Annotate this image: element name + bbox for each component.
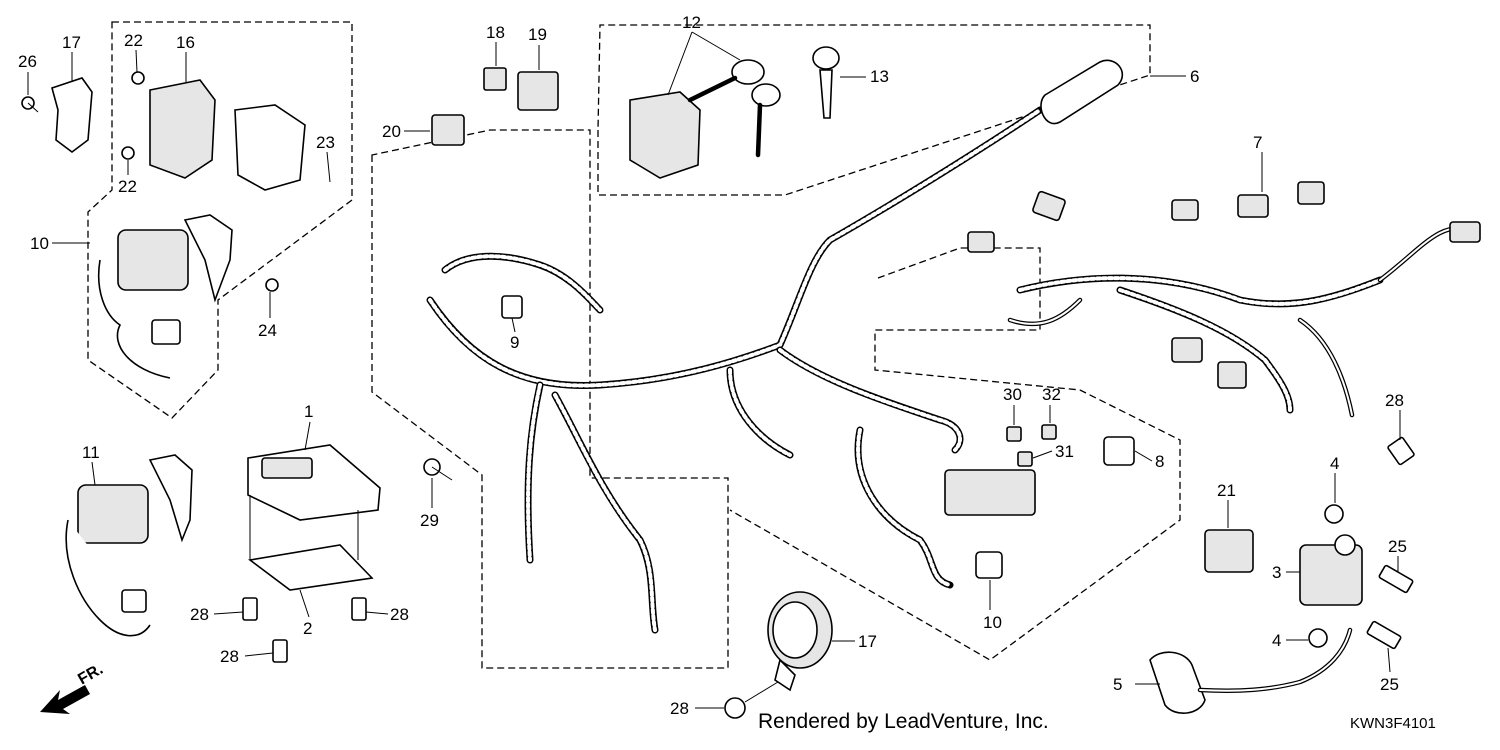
callout-9: 9 (510, 333, 519, 352)
part-18-relay (517, 71, 559, 111)
part-13-key-set (629, 59, 781, 179)
part-20-relay (431, 114, 465, 146)
part-15-switch-body (149, 79, 216, 179)
callout-1: 1 (304, 402, 313, 421)
part-10-clip (975, 551, 1003, 579)
callout-5: 5 (1113, 675, 1122, 694)
callout-20: 20 (382, 122, 401, 141)
part-25-bolt-bottom (1366, 620, 1402, 650)
callout-24: 24 (258, 321, 277, 340)
callout-labels: 26 17 22 16 22 23 10 24 11 1 28 28 28 2 … (18, 13, 1407, 718)
part-7-connectors (967, 181, 1481, 389)
front-direction-arrow (40, 685, 90, 714)
callout-23: 23 (316, 133, 335, 152)
callout-29: 28 (670, 699, 689, 718)
part-16-bracket (51, 77, 93, 153)
part-1-control-unit (247, 444, 381, 521)
part-3-ignition-coil (1299, 534, 1363, 606)
callout-21: 21 (1217, 481, 1236, 500)
callout-31: 31 (1055, 442, 1074, 461)
callout-28-harness: 28 (1385, 391, 1404, 410)
callout-16: 17 (62, 33, 81, 52)
part-29-bolt (724, 681, 779, 719)
callout-13: 12 (682, 13, 701, 32)
part-14-key (812, 46, 840, 119)
callout-14: 13 (870, 67, 889, 86)
credit-text: Rendered by LeadVenture, Inc. (758, 710, 1049, 733)
callout-6: 6 (1190, 67, 1199, 86)
group-outline-main-harness (371, 129, 729, 669)
callout-28-right: 28 (390, 605, 409, 624)
main-wire-harness (426, 106, 1044, 634)
part-11-ignition-switch (97, 214, 233, 379)
part-1-connector (261, 457, 313, 479)
callout-32: 32 (1042, 385, 1061, 404)
sub-wire-harness (1007, 225, 1473, 418)
part-28-bolt-a (242, 597, 258, 621)
part-6-fuse-holder (1040, 59, 1124, 125)
part-32-clip (1041, 424, 1057, 440)
group-outline-sub-harness (729, 247, 1181, 661)
part-28-bolt-d (1387, 436, 1415, 466)
part-24-screw (265, 278, 279, 292)
callout-22-top: 22 (124, 31, 143, 50)
part-23-switch-cover (234, 104, 306, 191)
callout-17: 17 (858, 632, 877, 651)
callout-4-top: 4 (1330, 454, 1339, 473)
part-26-screw (21, 96, 39, 113)
group-outline-ignition-switch (87, 21, 353, 419)
callout-30: 30 (1003, 385, 1022, 404)
callout-7: 7 (1253, 133, 1262, 152)
part-4-nut-bottom (1308, 628, 1328, 648)
part-17-horn (767, 591, 833, 692)
callout-26: 26 (18, 52, 37, 71)
part-4-nut-top (1324, 504, 1344, 524)
callout-19: 18 (486, 23, 505, 42)
callout-25-top: 25 (1388, 537, 1407, 556)
callout-11: 10 (30, 234, 49, 253)
callout-4-bottom: 4 (1272, 631, 1281, 650)
part-28-bolt-c (272, 639, 288, 663)
callout-15: 16 (176, 33, 195, 52)
part-30-clip (1006, 426, 1022, 442)
part-9-clip (501, 295, 523, 319)
callout-12: 11 (82, 443, 100, 462)
part-8-clip (1103, 436, 1135, 466)
part-27-bolt (423, 458, 453, 481)
part-22-screw-bottom (121, 146, 135, 160)
part-31-clip (1017, 451, 1033, 467)
callout-28-left: 28 (190, 605, 209, 624)
part-2-cover-plate (248, 544, 374, 591)
part-25-bolt-top (1378, 564, 1414, 594)
callout-2: 2 (303, 619, 312, 638)
part-5-spark-plug-cap (1149, 627, 1353, 714)
diagram-code: KWN3F4101 (1350, 715, 1436, 732)
callout-28-bottom: 28 (220, 647, 239, 666)
group-outline-key-set (597, 24, 1151, 196)
part-28-bolt-b (351, 597, 367, 621)
part-21-relay (1204, 529, 1254, 573)
callout-25-bottom: 25 (1380, 675, 1399, 694)
part-19-relay-small (483, 67, 507, 91)
callout-27: 29 (420, 511, 439, 530)
part-22-screw-top (131, 71, 145, 85)
callout-18: 19 (528, 25, 547, 44)
callout-22-bottom: 22 (118, 177, 137, 196)
callout-8: 8 (1155, 452, 1164, 471)
callout-3: 3 (1272, 563, 1281, 582)
callout-10: 10 (983, 613, 1002, 632)
part-regulator (944, 469, 1036, 516)
part-12-ignition-switch (65, 454, 193, 637)
